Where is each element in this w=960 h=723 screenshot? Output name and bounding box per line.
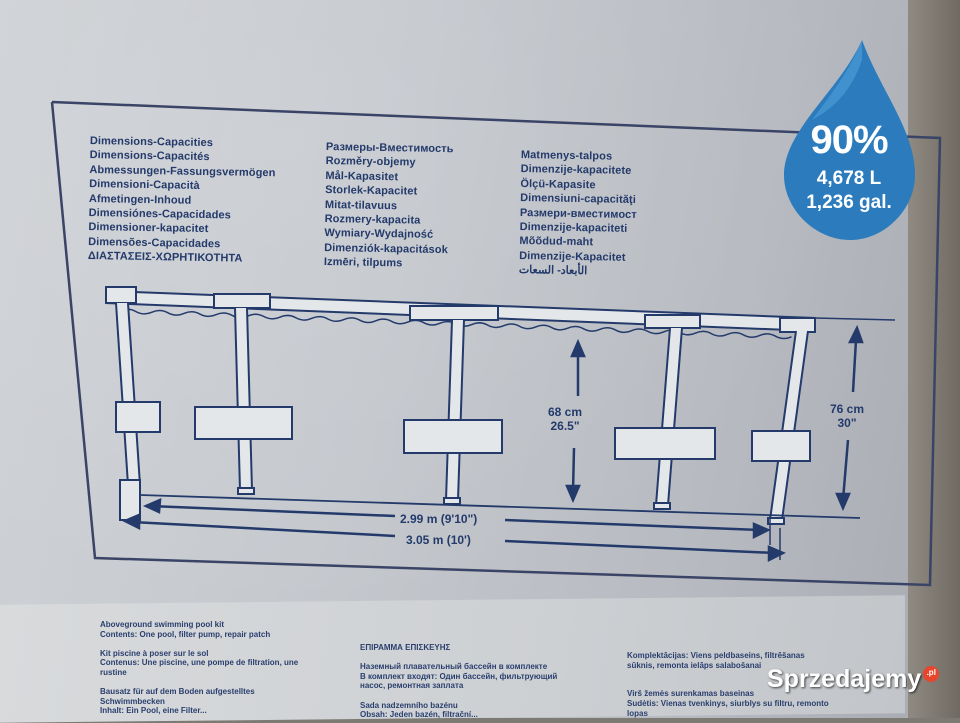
- badge-liters: 4,678 L: [816, 168, 882, 189]
- text-line: насос, ремонтная заплата: [360, 681, 464, 691]
- watermark-suffix: .pl: [926, 668, 936, 677]
- text-line: rustine: [100, 667, 127, 677]
- site-watermark: Sprzedajemy .pl: [767, 665, 947, 705]
- text-line: Sudėtis: Vienas tvenkinys, siurblys su f…: [627, 698, 829, 708]
- capacity-line: الأبعاد- السعات: [518, 264, 588, 278]
- text-line: sūknis, remonta ielāps salabošanai: [627, 660, 762, 670]
- text-line: Kit piscine à poser sur le sol: [100, 648, 209, 658]
- kit-contents-center: ΕΠΙΡΑΜΜΑ ΕΠΙΣΚΕΥΗΣ Наземный плавательный…: [360, 643, 557, 720]
- inner-height-label: 68 cm 26.5": [548, 405, 582, 433]
- kit-contents-right: Komplektācijas: Viens peldbaseins, filtr…: [627, 651, 829, 718]
- capacity-line: Dimensiuni-capacităţi: [520, 192, 637, 207]
- text-line: Contents: One pool, filter pump, repair …: [100, 629, 271, 639]
- capacities-column-3: Matmenys-talpos Dimenzije-kapacitete Ölç…: [519, 148, 638, 280]
- kit-contents-left: Aboveground swimming pool kit Contents: …: [100, 620, 298, 716]
- outer-height-label: 76 cm 30": [830, 402, 864, 430]
- text-line: [360, 691, 557, 701]
- dimension-arrows: [122, 324, 864, 563]
- watermark-badge-icon: .pl: [923, 666, 940, 682]
- text-line: [100, 639, 298, 649]
- text-line: Наземный плавательный бассейн в комплект…: [360, 662, 548, 672]
- text-line: Contenus: Une piscine, une pompe de filt…: [100, 658, 299, 668]
- badge-gallons: 1,236 gal.: [806, 192, 892, 213]
- text-line: Bausatz für auf dem Boden aufgestelltes: [100, 687, 255, 697]
- capacities-column-1: Dimensions-Capacities Dimensions-Capacit…: [88, 134, 276, 267]
- outer-width-label: 3.05 m (10'): [406, 533, 471, 547]
- capacity-line: Izmēri, tilpums: [323, 256, 403, 270]
- inner-height-in: 26.5": [550, 419, 580, 433]
- diagram-frame: [50, 100, 942, 587]
- water-drop-icon: [784, 40, 915, 240]
- text-line: Komplektācijas: Viens peldbaseins, filtr…: [627, 651, 805, 660]
- pool-structure: [105, 286, 896, 525]
- text-line: [100, 678, 298, 688]
- text-line: Obsah: Jeden bazén, filtrační...: [360, 710, 478, 720]
- text-line: Schwimmbecken: [100, 696, 165, 706]
- text-line: ΕΠΙΡΑΜΜΑ ΕΠΙΣΚΕΥΗΣ: [360, 643, 451, 652]
- capacities-column-2: Размеры-Вместимость Rozměry-objemy Mål-K…: [324, 140, 454, 272]
- inner-width-label: 2.99 m (9'10"): [400, 512, 478, 526]
- text-line: [360, 653, 557, 663]
- outer-height-in: 30": [837, 416, 857, 430]
- text-line: lopas: [627, 708, 648, 718]
- capacity-badge: 90% 4,678 L 1,236 gal.: [774, 40, 924, 240]
- text-line: Aboveground swimming pool kit: [100, 620, 224, 629]
- outer-height-cm: 76 cm: [830, 402, 865, 416]
- text-line: Sada nadzemního bazénu: [360, 700, 458, 710]
- badge-percent: 90%: [810, 118, 888, 162]
- text-line: В комплект входят: Один бассейн, фильтру…: [360, 671, 558, 681]
- text-line: Inhalt: Ein Pool, eine Filter...: [100, 706, 207, 716]
- inner-height-cm: 68 cm: [548, 405, 583, 419]
- watermark-text: Sprzedajemy: [767, 665, 922, 693]
- text-line: Virš žemės surenkamas baseinas: [627, 689, 755, 699]
